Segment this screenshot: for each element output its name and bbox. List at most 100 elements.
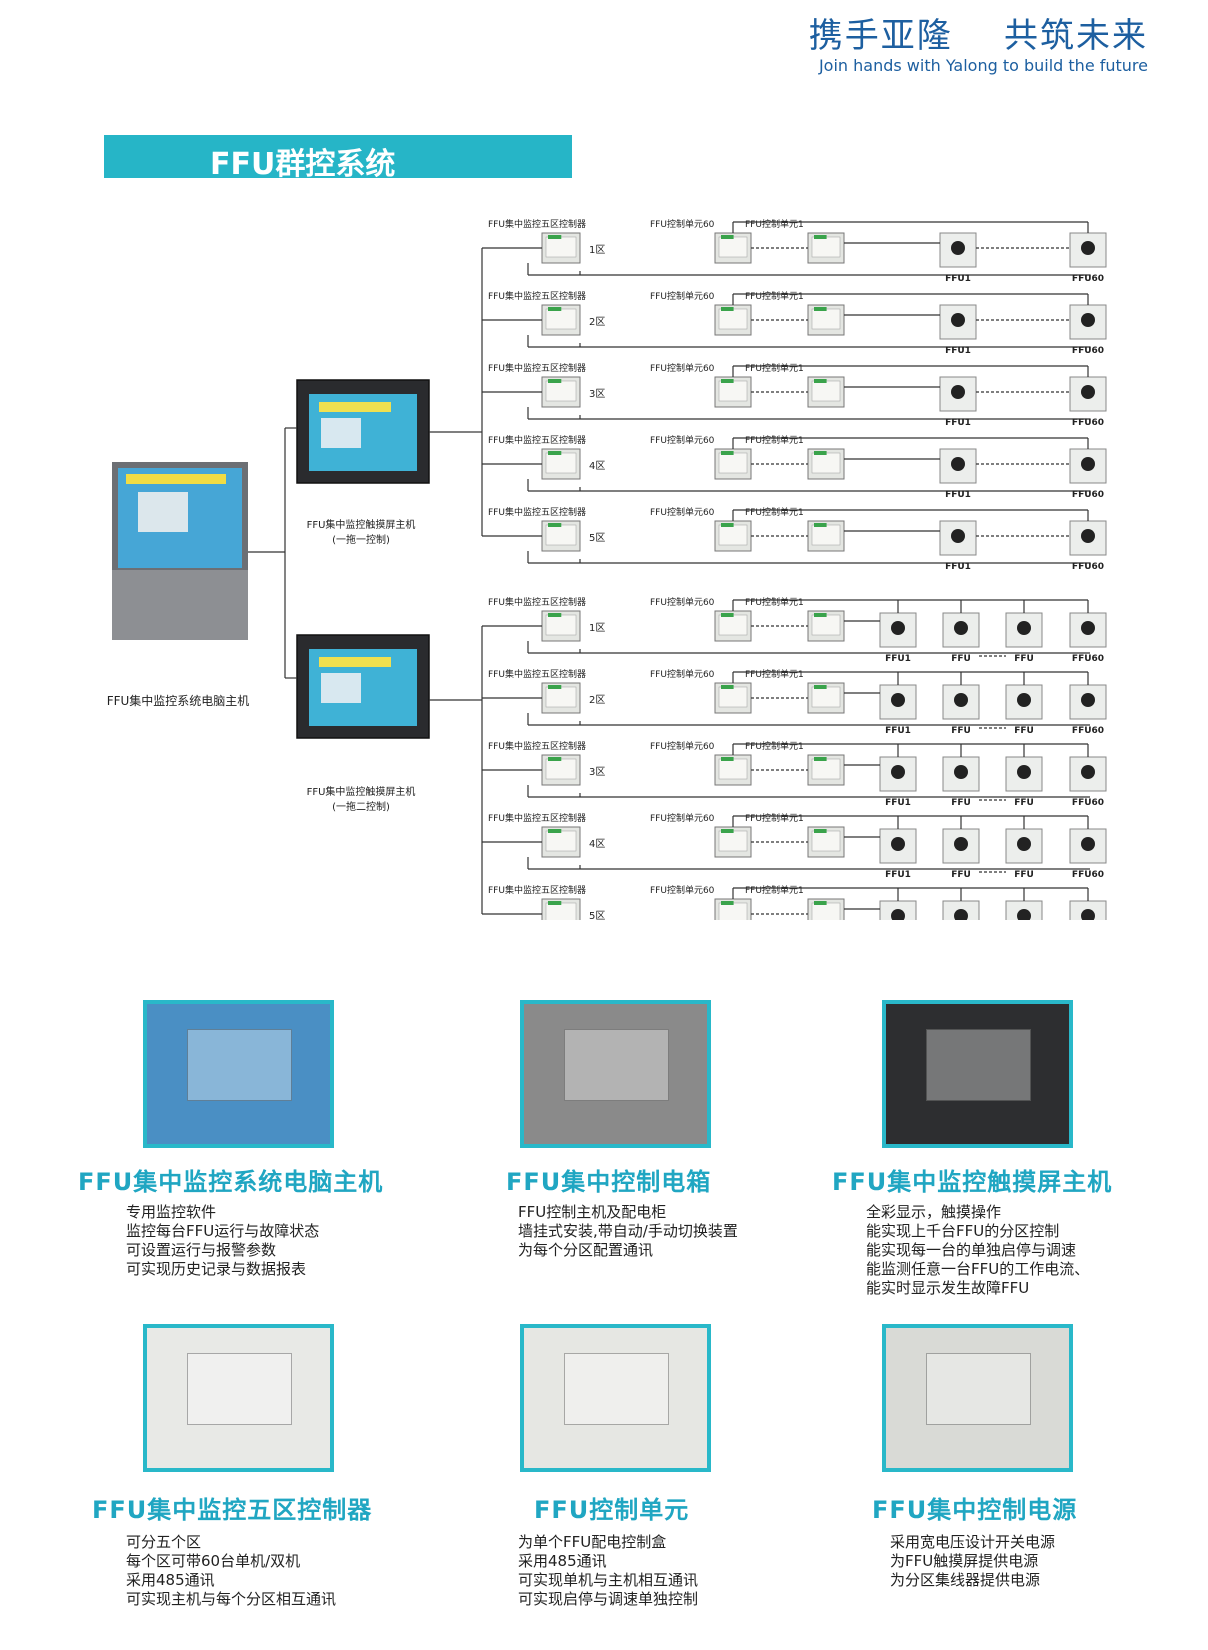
- controller-label: FFU集中监控五区控制器: [488, 812, 586, 824]
- zone-controller-face: [545, 614, 577, 636]
- unit60-label: FFU控制单元60: [650, 290, 715, 302]
- product-title-3: FFU集中监控触摸屏主机: [832, 1168, 1113, 1196]
- control-unit-60-face: [718, 236, 748, 258]
- zone-controller-terminal: [548, 235, 562, 239]
- control-unit-60-terminal: [721, 613, 734, 617]
- controller-label: FFU集中监控五区控制器: [488, 434, 586, 446]
- unit1-label: FFU控制单元1: [745, 290, 804, 302]
- control-unit-60-face: [718, 524, 748, 546]
- zone-label-1: 1区: [589, 622, 605, 634]
- feature-line: 能实现上千台FFU的分区控制: [866, 1222, 1060, 1240]
- feature-line: 能实时显示发生故障FFU: [866, 1279, 1030, 1297]
- ffu-fan-1-knob: [951, 385, 965, 399]
- control-unit-1-terminal: [814, 613, 827, 617]
- unit1-label: FFU控制单元1: [745, 668, 804, 680]
- ffu-fan-4-knob: [1081, 693, 1095, 707]
- zone-label-3: 3区: [589, 766, 605, 778]
- product-photo-detail: [926, 1353, 1031, 1426]
- control-unit-60-terminal: [721, 379, 734, 383]
- unit60-label: FFU控制单元60: [650, 596, 715, 608]
- control-unit-60-face: [718, 380, 748, 402]
- feature-line: 监控每台FFU运行与故障状态: [126, 1222, 320, 1240]
- zone-controller-face: [545, 686, 577, 708]
- unit1-label: FFU控制单元1: [745, 884, 804, 896]
- feature-line: 可分五个区: [126, 1533, 202, 1551]
- ffu-fan-2-knob: [954, 909, 968, 920]
- control-unit-60-face: [718, 902, 748, 920]
- feature-line: 每个区可带60台单机/双机: [126, 1552, 301, 1570]
- product-features-2: FFU控制主机及配电柜墙挂式安装,带自动/手动切换装置为每个分区配置通讯: [518, 1203, 738, 1260]
- ffu-fan-60-knob: [1081, 457, 1095, 471]
- zone-controller-terminal: [548, 685, 562, 689]
- product-photo-detail: [187, 1353, 292, 1426]
- ffu60-label: FFU60: [1072, 274, 1104, 284]
- ffu-fan-3-knob: [1017, 909, 1031, 920]
- laptop-banner: [126, 474, 226, 484]
- zone-controller-terminal: [548, 829, 562, 833]
- ffu-fan-2-knob: [954, 621, 968, 635]
- zone-controller-terminal: [548, 307, 562, 311]
- ffu-fan-1-knob: [951, 241, 965, 255]
- ffu-mid-b-label: FFU: [1014, 870, 1034, 880]
- feature-line: 可实现历史记录与数据报表: [126, 1260, 307, 1278]
- control-unit-1-face: [811, 524, 841, 546]
- ffu-fan-60-knob: [1081, 529, 1095, 543]
- touch-screen-1-ffu-image: [321, 418, 361, 448]
- control-unit-60-terminal: [721, 307, 734, 311]
- ffu-mid-a-label: FFU: [951, 798, 971, 808]
- ffu-fan-4-knob: [1081, 837, 1095, 851]
- product-title-2: FFU集中控制电箱: [506, 1168, 712, 1196]
- ffu1-label: FFU1: [945, 490, 971, 500]
- product-title-4: FFU集中监控五区控制器: [92, 1496, 373, 1524]
- unit60-label: FFU控制单元60: [650, 506, 715, 518]
- ffu-fan-2-knob: [954, 693, 968, 707]
- ffu-mid-a-label: FFU: [951, 870, 971, 880]
- touch2-sublabel: (一拖二控制): [332, 800, 390, 813]
- feature-line: 为FFU触摸屏提供电源: [890, 1552, 1039, 1570]
- control-unit-60-face: [718, 686, 748, 708]
- feature-line: 能监测任意一台FFU的工作电流、: [866, 1260, 1090, 1278]
- ffu60-label: FFU60: [1072, 418, 1104, 428]
- ffu-fan-1-knob: [891, 909, 905, 920]
- control-unit-60-face: [718, 452, 748, 474]
- zone-controller-terminal: [548, 757, 562, 761]
- ffu60-label: FFU60: [1072, 490, 1104, 500]
- zone-controller-face: [545, 452, 577, 474]
- ffu-fan-3-knob: [1017, 837, 1031, 851]
- ffu60-label: FFU60: [1072, 654, 1104, 664]
- zone-controller-face: [545, 380, 577, 402]
- slogan-cn: 携手亚隆 共筑未来: [808, 16, 1148, 56]
- zone-label-4: 4区: [589, 838, 605, 850]
- feature-line: 墙挂式安装,带自动/手动切换装置: [518, 1222, 738, 1240]
- touch1-sublabel: (一拖一控制): [332, 533, 390, 546]
- control-unit-60-terminal: [721, 451, 734, 455]
- controller-label: FFU集中监控五区控制器: [488, 362, 586, 374]
- ffu60-label: FFU60: [1072, 346, 1104, 356]
- control-unit-1-terminal: [814, 829, 827, 833]
- product-features-6: 采用宽电压设计开关电源为FFU触摸屏提供电源为分区集线器提供电源: [890, 1533, 1055, 1590]
- product-title-5: FFU控制单元: [534, 1496, 690, 1524]
- ffu1-label: FFU1: [945, 562, 971, 572]
- touch-screen-2-ffu-image: [321, 673, 361, 703]
- zone-controller-face: [545, 902, 577, 920]
- unit60-label: FFU控制单元60: [650, 362, 715, 374]
- touch-screen-2-banner: [319, 657, 391, 667]
- unit1-label: FFU控制单元1: [745, 506, 804, 518]
- control-unit-60-terminal: [721, 235, 734, 239]
- ffu-fan-60-knob: [1081, 385, 1095, 399]
- control-unit-1-face: [811, 758, 841, 780]
- ffu-mid-a-label: FFU: [951, 654, 971, 664]
- ffu-fan-3-knob: [1017, 765, 1031, 779]
- ffu1-label: FFU1: [885, 726, 911, 736]
- control-unit-1-face: [811, 308, 841, 330]
- controller-label: FFU集中监控五区控制器: [488, 506, 586, 518]
- control-unit-60-face: [718, 830, 748, 852]
- product-features-3: 全彩显示，触摸操作能实现上千台FFU的分区控制能实现每一台的单独启停与调速能监测…: [866, 1203, 1089, 1298]
- unit1-label: FFU控制单元1: [745, 434, 804, 446]
- zone-controller-terminal: [548, 379, 562, 383]
- control-unit-1-terminal: [814, 235, 827, 239]
- control-unit-1-terminal: [814, 685, 827, 689]
- ffu-fan-4-knob: [1081, 621, 1095, 635]
- feature-line: 采用485通讯: [518, 1552, 607, 1570]
- unit60-label: FFU控制单元60: [650, 740, 715, 752]
